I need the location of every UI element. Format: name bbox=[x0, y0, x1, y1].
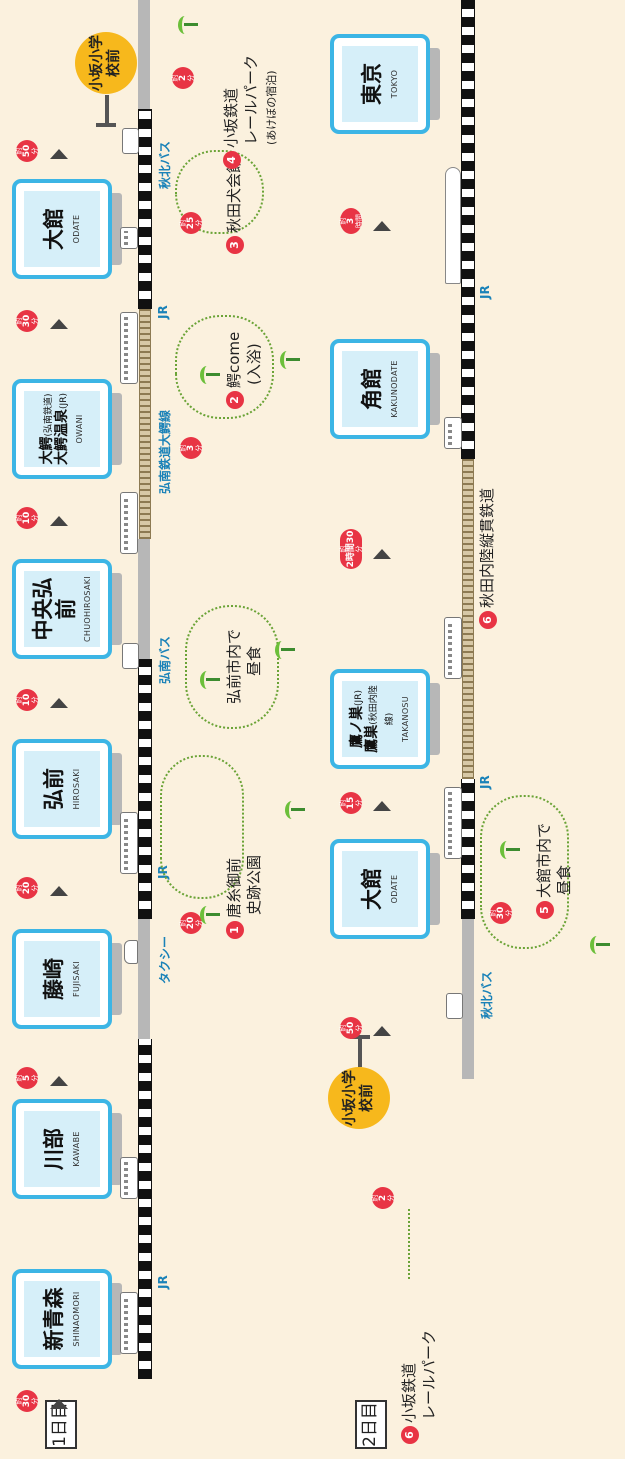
jr-track bbox=[461, 0, 475, 459]
tree-icon bbox=[200, 671, 220, 689]
train-icon bbox=[444, 417, 462, 449]
arrow-right-icon bbox=[50, 1399, 68, 1409]
spot-wanicome: 2鰐come(入浴) bbox=[225, 332, 264, 409]
spot-kosaka-railpark-start: 6小坂鉄道レールパーク bbox=[400, 1330, 439, 1444]
station-owani: 大鰐(弘南鉄道) 大鰐温泉(JR) OWANI bbox=[12, 379, 122, 479]
train-icon bbox=[120, 812, 138, 874]
tree-icon bbox=[178, 16, 198, 34]
tree-icon bbox=[200, 366, 220, 384]
train-icon bbox=[120, 1292, 138, 1354]
bus-icon bbox=[446, 993, 463, 1019]
road-track bbox=[138, 0, 150, 109]
route-dots bbox=[408, 1209, 410, 1279]
train-icon bbox=[120, 227, 138, 249]
arrow-right-icon bbox=[50, 1076, 68, 1086]
bus-icon bbox=[122, 643, 139, 669]
train-icon bbox=[120, 1157, 138, 1199]
train-icon bbox=[444, 617, 462, 679]
jr-track bbox=[138, 659, 152, 919]
arrow-right-icon bbox=[373, 549, 391, 559]
arrow-right-icon bbox=[373, 221, 391, 231]
arrow-right-icon bbox=[50, 698, 68, 708]
rail-label-akita-nairiku: 6秋田内陸縦貫鉄道 bbox=[478, 488, 498, 629]
jr-track bbox=[138, 109, 152, 309]
arrow-right-icon bbox=[50, 516, 68, 526]
arrow-right-icon bbox=[373, 801, 391, 811]
line-label: JR bbox=[156, 1275, 170, 1289]
akita-nairiku-track bbox=[462, 459, 474, 779]
jr-track bbox=[461, 779, 475, 919]
konan-rail-track bbox=[139, 309, 151, 539]
taxi-icon bbox=[124, 940, 138, 964]
line-label: 秋北バス bbox=[158, 140, 172, 189]
station-takanosu: 鷹ノ巣(JR) 鷹巣(秋田内陸線) TAKANOSU bbox=[330, 669, 440, 769]
bus-icon bbox=[122, 128, 139, 154]
shinkansen-icon bbox=[445, 167, 461, 284]
spot-hirosaki-lunch: 弘前市内で昼食 bbox=[225, 628, 263, 704]
train-icon bbox=[120, 312, 138, 384]
tree-icon bbox=[275, 641, 295, 659]
train-icon bbox=[444, 787, 462, 859]
line-label: 弘南鉄道大鰐線 bbox=[158, 409, 172, 494]
train-icon bbox=[120, 492, 138, 554]
arrow-right-icon bbox=[50, 319, 68, 329]
jr-track bbox=[138, 1039, 152, 1379]
bus-stop-pole bbox=[96, 123, 116, 127]
arrow-right-icon bbox=[50, 149, 68, 159]
arrow-right-icon bbox=[373, 1026, 391, 1036]
spot-kosaka-railpark: 4小坂鉄道レールパーク(あけぼの宿泊) bbox=[222, 55, 281, 169]
tree-icon bbox=[200, 906, 220, 924]
bus-stop-kosaka: 小坂小学校前 bbox=[328, 1067, 390, 1129]
day2-label: 2日目 bbox=[355, 1400, 387, 1449]
road-track bbox=[462, 919, 474, 1079]
tree-icon bbox=[590, 936, 610, 954]
road-track bbox=[138, 539, 150, 659]
arrow-right-icon bbox=[50, 886, 68, 896]
line-label: JR bbox=[478, 775, 492, 789]
tree-icon bbox=[285, 801, 305, 819]
spot-karaito: 1唐糸御前史跡公園 bbox=[225, 855, 264, 939]
line-label: タクシー bbox=[158, 935, 172, 984]
line-label: 弘南バス bbox=[158, 635, 172, 684]
line-label: JR bbox=[156, 305, 170, 319]
tree-icon bbox=[500, 841, 520, 859]
line-label: 秋北バス bbox=[480, 970, 494, 1019]
road-track bbox=[138, 919, 150, 1039]
spot-akita-inu: 3秋田犬会館 bbox=[225, 158, 245, 254]
line-label: JR bbox=[478, 285, 492, 299]
bus-stop-kosaka: 小坂小学校前 bbox=[75, 32, 137, 94]
spot-odate-lunch: 5大館市内で昼食 bbox=[535, 823, 574, 919]
bus-stop-pole bbox=[105, 95, 109, 125]
tree-icon bbox=[280, 351, 300, 369]
bus-stop-pole bbox=[358, 1037, 362, 1067]
